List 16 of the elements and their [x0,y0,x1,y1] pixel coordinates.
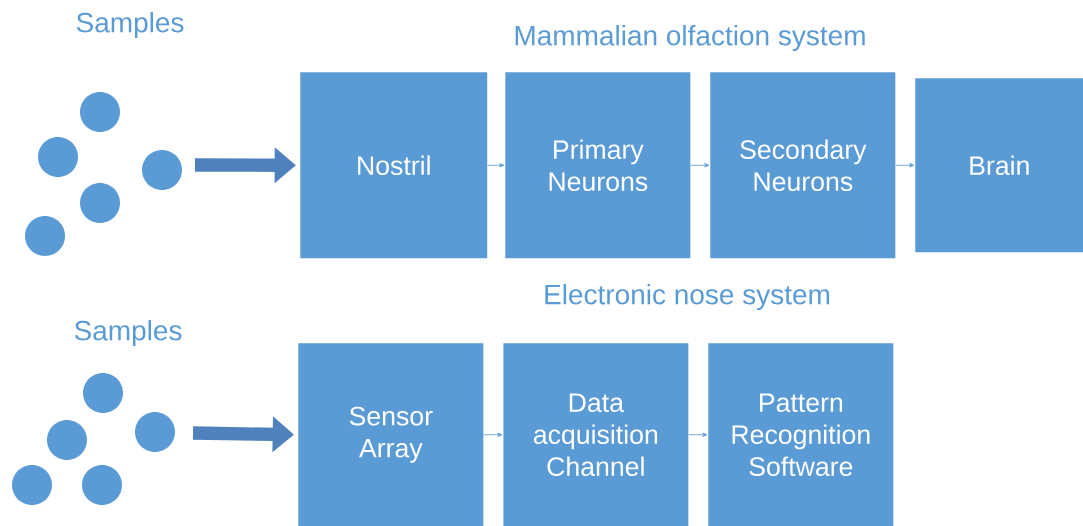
arrow [483,432,503,437]
process-box: Nostril [300,72,488,259]
section-heading: Mammalian olfaction system [515,24,865,52]
samples-label: Samples [76,11,184,39]
arrow [487,163,505,168]
process-box: Brain [915,78,1083,253]
arrow [688,432,708,437]
arrow [690,163,710,168]
samples-label: Samples [74,319,182,347]
section-heading: Electronic nose system [545,283,830,311]
process-box: Pattern Recognition Software [708,343,894,526]
arrow [895,163,915,168]
process-box: Secondary Neurons [710,72,896,259]
process-box: Sensor Array [298,343,484,526]
process-box: Data acquisition Channel [503,343,689,526]
process-box: Primary Neurons [505,72,691,259]
